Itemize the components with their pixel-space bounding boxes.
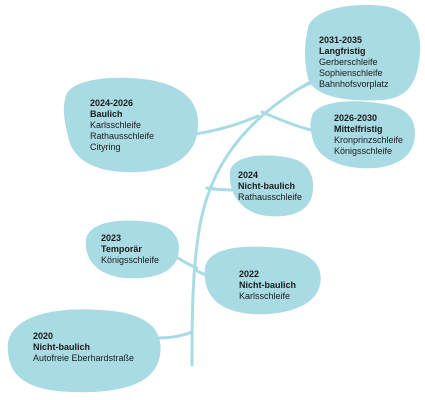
- node-2024: 2024 Nicht-baulich Rathausschleife: [238, 170, 302, 202]
- node-status: Mittelfristig: [334, 124, 383, 134]
- blob-2024: [229, 155, 314, 217]
- node-year: 2026-2030: [334, 113, 377, 123]
- node-status: Temporär: [101, 244, 142, 254]
- node-item: Cityring: [90, 142, 121, 152]
- node-status: Langfristig: [319, 46, 366, 56]
- node-year: 2031-2035: [319, 35, 362, 45]
- node-2026-2030: 2026-2030 Mittelfristig Kronprinzschleif…: [334, 113, 403, 156]
- blob-2020: [7, 309, 161, 393]
- branch-2020: [156, 330, 194, 340]
- node-year: 2024-2026: [90, 98, 133, 108]
- node-item: Königsschleife: [101, 255, 159, 265]
- node-item: Karlsschleife: [239, 291, 290, 301]
- node-2023: 2023 Temporär Königsschleife: [101, 233, 159, 265]
- node-year: 2020: [33, 331, 53, 341]
- node-year: 2024: [238, 170, 258, 180]
- timeline-blobs: [7, 4, 421, 393]
- node-item: Gerberschleife: [319, 57, 378, 67]
- blob-2022: [204, 246, 321, 315]
- timeline-labels: 2020 Nicht-baulich Autofreie Eberhardstr…: [33, 35, 403, 363]
- node-2022: 2022 Nicht-baulich Karlsschleife: [239, 269, 296, 301]
- blob-2024-2026: [63, 77, 199, 173]
- node-status: Nicht-baulich: [239, 280, 296, 290]
- node-status: Baulich: [90, 109, 123, 119]
- node-year: 2023: [101, 233, 121, 243]
- node-item: Rathausschleife: [90, 131, 154, 141]
- node-item: Kronprinzschleife: [334, 135, 403, 145]
- node-item: Karlsschleife: [90, 120, 141, 130]
- blob-2023: [85, 220, 179, 279]
- node-item: Sophienschleife: [319, 68, 383, 78]
- node-item: Autofreie Eberhardstraße: [33, 353, 134, 363]
- node-2020: 2020 Nicht-baulich Autofreie Eberhardstr…: [33, 331, 134, 363]
- blob-2031-2035: [305, 4, 421, 101]
- node-2024-2026: 2024-2026 Baulich Karlsschleife Rathauss…: [90, 98, 154, 152]
- node-status: Nicht-baulich: [33, 342, 90, 352]
- blob-2026-2030: [310, 101, 415, 169]
- node-2031-2035: 2031-2035 Langfristig Gerberschleife Sop…: [319, 35, 389, 89]
- node-item: Bahnhofsvorplatz: [319, 79, 389, 89]
- node-item: Königsschleife: [334, 146, 392, 156]
- node-item: Rathausschleife: [238, 192, 302, 202]
- node-status: Nicht-baulich: [238, 181, 295, 191]
- node-year: 2022: [239, 269, 259, 279]
